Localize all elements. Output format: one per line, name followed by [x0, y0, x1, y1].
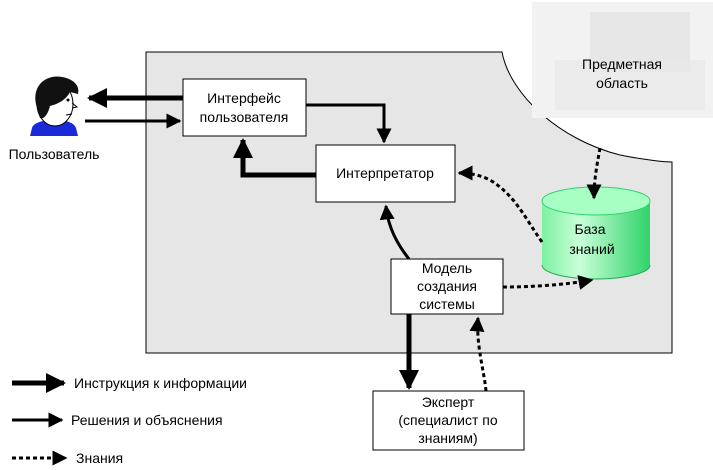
model-label-line1: Модель — [422, 260, 472, 276]
interpreter-label: Интерпретатор — [336, 165, 434, 181]
interface-label-line2: пользователя — [200, 109, 289, 125]
arrow-knowledge-base-to-interpreter — [457, 165, 544, 243]
model-box: Модель создания системы — [390, 258, 504, 315]
domain-label-line2: область — [596, 75, 648, 91]
interpreter-box: Интерпретатор — [315, 144, 456, 203]
expert-box: Эксперт (специалист по знаниям) — [372, 390, 525, 451]
user-label: Пользователь — [9, 146, 100, 162]
user-icon — [30, 76, 79, 136]
legend-label-medium: Решения и объяснения — [71, 412, 223, 428]
legend: Инструкция к информации Решения и объясн… — [12, 373, 247, 466]
interface-label-line1: Интерфейс — [207, 90, 281, 106]
legend-label-thick: Инструкция к информации — [74, 375, 247, 391]
model-label-line3: системы — [419, 296, 475, 312]
expert-label-line2: (специалист по — [398, 412, 498, 428]
knowledge-base-label-line1: База — [574, 221, 605, 237]
arrow-interface-to-interpreter — [306, 103, 392, 144]
expert-label-line1: Эксперт — [422, 394, 475, 410]
legend-label-dotted: Знания — [76, 450, 123, 466]
knowledge-base-cylinder: База знаний — [541, 186, 651, 280]
interface-box: Интерфейс пользователя — [182, 78, 307, 137]
knowledge-base-label-line2: знаний — [569, 241, 614, 257]
arrow-model-to-interpreter — [379, 204, 411, 260]
arrow-model-to-knowledge-base — [502, 275, 594, 290]
arrow-domain-to-knowledge-base — [586, 147, 602, 200]
domain-cloud: Предметная область — [532, 2, 713, 118]
arrow-expert-to-model — [469, 316, 488, 392]
expert-label-line3: знаниям) — [418, 430, 477, 446]
model-label-line2: создания — [417, 278, 477, 294]
arrow-interpreter-to-interface — [233, 138, 316, 178]
domain-label-line1: Предметная — [582, 56, 662, 72]
